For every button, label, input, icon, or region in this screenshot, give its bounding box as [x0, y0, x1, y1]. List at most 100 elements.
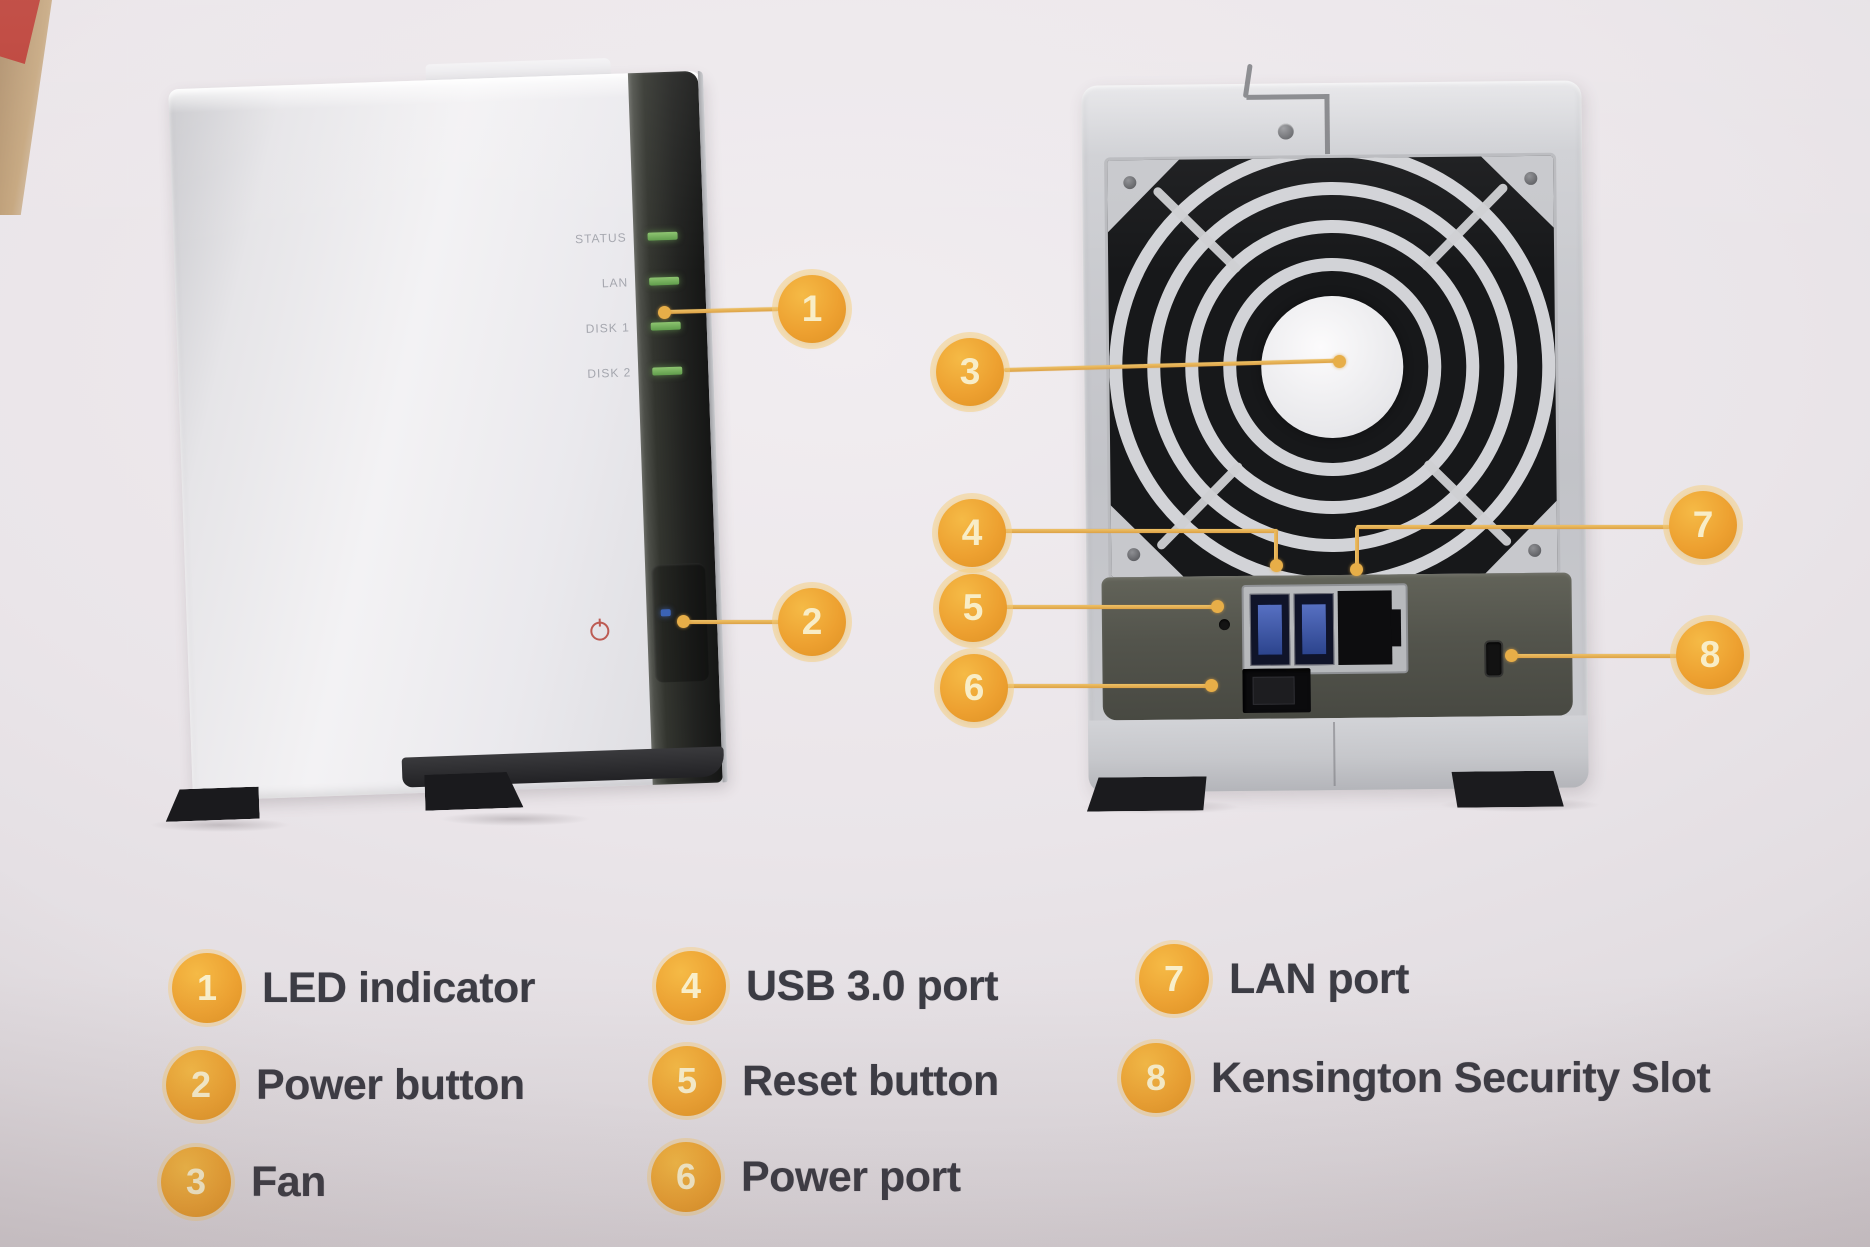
legend-badge-4: 4	[656, 951, 726, 1021]
disk1-led	[650, 321, 681, 331]
fan-hub	[1260, 294, 1405, 439]
legend-badge-8: 8	[1121, 1043, 1191, 1113]
kensington-security-slot	[1486, 642, 1502, 676]
legend-badge-number: 6	[675, 1156, 697, 1197]
legend-item-power-button: 2 Power button	[166, 1050, 525, 1120]
rear-left-foot	[1087, 776, 1207, 811]
legend-item-lan-port: 7 LAN port	[1139, 944, 1409, 1014]
legend-label: Reset button	[742, 1056, 999, 1105]
legend-label: Power port	[741, 1152, 961, 1201]
led-label-disk1: DISK 1	[585, 320, 630, 336]
callout-line-8	[1511, 654, 1677, 658]
callout-circle-2: 2	[778, 588, 846, 656]
legend-badge-number: 3	[185, 1161, 207, 1202]
front-body: STATUS LAN DISK 1 DISK 2	[168, 70, 728, 801]
legend-item-fan: 3 Fan	[161, 1147, 326, 1217]
power-cord-hook	[1324, 94, 1331, 155]
callout-line-5	[1005, 605, 1219, 609]
legend-badge-1: 1	[172, 953, 242, 1023]
legend-item-reset-button: 5 Reset button	[652, 1046, 999, 1116]
lan-port	[1337, 590, 1393, 665]
callout-number: 5	[962, 587, 984, 628]
legend-item-kensington-slot: 8 Kensington Security Slot	[1121, 1043, 1711, 1113]
legend-badge-number: 4	[680, 965, 702, 1006]
legend-badge-7: 7	[1139, 944, 1209, 1014]
legend-label: Kensington Security Slot	[1211, 1053, 1711, 1102]
case-screw	[1277, 123, 1294, 140]
front-face: STATUS LAN DISK 1 DISK 2	[168, 73, 658, 801]
legend-badge-number: 1	[196, 967, 218, 1008]
front-shadow	[440, 812, 590, 826]
callout-circle-6: 6	[940, 654, 1008, 722]
callout-circle-5: 5	[939, 574, 1007, 642]
usb-tongue	[1300, 603, 1328, 656]
port-bezel	[1241, 583, 1409, 675]
grille-screw	[1524, 171, 1538, 186]
callout-number: 3	[959, 351, 981, 392]
callout-circle-4: 4	[938, 499, 1006, 567]
power-port-socket	[1252, 676, 1295, 705]
led-label-lan: LAN	[601, 275, 629, 291]
legend-badge-number: 8	[1145, 1057, 1167, 1098]
rear-port-panel	[1101, 572, 1573, 721]
lan-led	[649, 276, 680, 286]
callout-number: 4	[961, 512, 983, 553]
callout-line-7	[1356, 525, 1670, 529]
reset-button	[1218, 619, 1231, 631]
power-led	[660, 609, 671, 617]
legend-badge-5: 5	[652, 1046, 722, 1116]
grille-screw	[1123, 176, 1137, 190]
rear-right-foot	[1452, 771, 1564, 808]
callout-number: 8	[1699, 634, 1721, 675]
status-led	[647, 231, 678, 241]
callout-anchor-2	[677, 615, 690, 628]
usb3-port-1	[1249, 593, 1291, 666]
power-cord-hook	[1246, 94, 1330, 100]
grille-screw	[1528, 543, 1542, 557]
front-right-foot	[424, 771, 523, 810]
legend-badge-3: 3	[161, 1147, 231, 1217]
legend-label: Power button	[256, 1060, 525, 1109]
callout-circle-7: 7	[1669, 491, 1737, 559]
callout-anchor-7	[1350, 563, 1363, 576]
power-port	[1242, 668, 1311, 713]
callout-line-4-drop	[1274, 531, 1278, 567]
usb3-port-2	[1293, 593, 1335, 666]
front-left-foot	[165, 787, 260, 822]
callout-anchor-5	[1211, 600, 1224, 613]
callout-anchor-8	[1505, 649, 1518, 662]
legend-item-usb3-port: 4 USB 3.0 port	[656, 951, 999, 1021]
legend-label: LED indicator	[262, 963, 536, 1012]
legend-badge-number: 7	[1163, 958, 1185, 999]
legend-badge-number: 2	[190, 1064, 212, 1105]
legend-badge-number: 5	[676, 1060, 698, 1101]
legend-badge-2: 2	[166, 1050, 236, 1120]
front-shadow	[150, 818, 290, 832]
callout-number: 6	[963, 667, 985, 708]
legend-label: Fan	[251, 1157, 326, 1206]
callout-anchor-4	[1270, 559, 1283, 572]
legend-label: USB 3.0 port	[746, 961, 999, 1010]
callout-line-7-drop	[1355, 527, 1359, 571]
callout-circle-3: 3	[936, 338, 1004, 406]
usb-tongue	[1256, 603, 1284, 656]
grille-screw	[1127, 548, 1141, 562]
callout-line-6	[1006, 684, 1213, 688]
led-label-disk2: DISK 2	[587, 365, 632, 381]
callout-circle-8: 8	[1676, 621, 1744, 689]
callout-line-2	[683, 620, 781, 624]
nas-front-view: STATUS LAN DISK 1 DISK 2	[168, 57, 728, 801]
disk2-led	[652, 366, 683, 376]
led-label-status: STATUS	[574, 230, 627, 247]
legend-item-led-indicator: 1 LED indicator	[172, 953, 536, 1023]
rear-seam	[1332, 722, 1336, 787]
callout-anchor-6	[1205, 679, 1218, 692]
callout-circle-1: 1	[778, 275, 846, 343]
callout-line-4	[1004, 529, 1278, 533]
callout-number: 2	[801, 601, 823, 642]
callout-anchor-3	[1333, 355, 1346, 368]
callout-anchor-1	[658, 306, 671, 319]
callout-number: 1	[801, 288, 823, 329]
power-cord-hook	[1242, 63, 1253, 99]
